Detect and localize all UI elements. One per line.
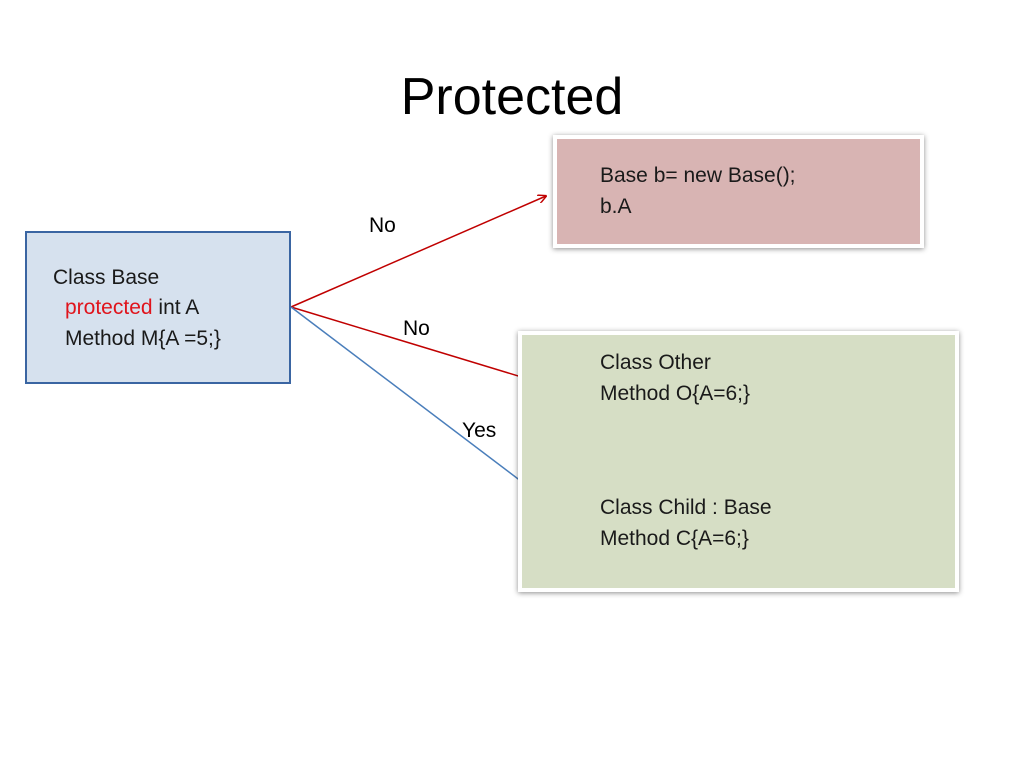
edge-label-no-2: No (403, 317, 430, 340)
classes-box (518, 331, 959, 592)
protected-keyword: protected (65, 296, 153, 319)
protected-field-line: protected int A (65, 292, 199, 323)
method-m-line: Method M{A =5;} (65, 327, 221, 350)
method-c-line: Method C{A=6;} (600, 527, 749, 550)
method-o-line: Method O{A=6;} (600, 382, 751, 405)
base-instance-box (553, 135, 924, 248)
arrow-to-base-instance (290, 196, 546, 308)
class-base-title: Class Base (53, 266, 160, 289)
field-declaration: int A (152, 296, 200, 319)
class-other-title: Class Other (600, 351, 711, 374)
base-instance-line1: Base b= new Base(); (600, 164, 796, 187)
edge-label-no-1: No (369, 214, 396, 237)
base-instance-line2: b.A (600, 195, 632, 218)
class-base-box (25, 231, 291, 384)
class-child-title: Class Child : Base (600, 496, 772, 519)
slide-title: Protected (400, 68, 624, 126)
edge-label-yes: Yes (462, 419, 497, 442)
